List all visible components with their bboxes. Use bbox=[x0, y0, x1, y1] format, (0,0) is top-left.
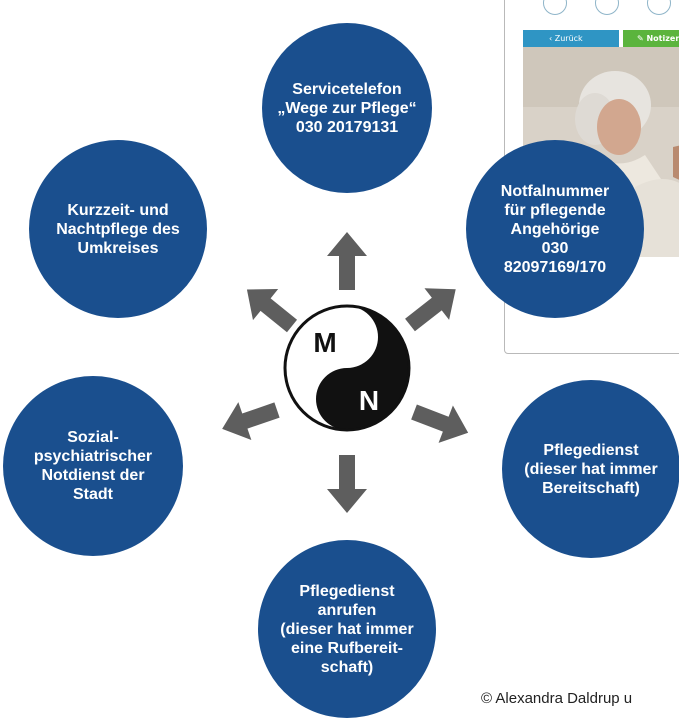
arrow-down-icon bbox=[327, 455, 367, 513]
center-letter-m: M bbox=[313, 327, 336, 358]
circle-servicetelefon: Servicetelefon „Wege zur Pflege“ 030 201… bbox=[262, 23, 432, 193]
circle-kurzzeitpflege: Kurzzeit- und Nachtpflege des Umkreises bbox=[29, 140, 207, 318]
arrow-up-icon bbox=[327, 232, 367, 290]
back-button[interactable]: ‹ Zurück bbox=[523, 30, 619, 47]
circle-pflegedienst-bereitschaft: Pflegedienst (dieser hat immer Bereitsch… bbox=[502, 380, 679, 558]
moon-sun-yinyang-icon: M N bbox=[283, 304, 411, 432]
center-letter-n: N bbox=[359, 385, 379, 416]
phone-toolbar: ‹ Zurück ✎ Notizen bbox=[523, 30, 679, 47]
step-indicator bbox=[505, 0, 679, 21]
circle-sozialpsychiatrischer-notdienst: Sozial- psychiatrischer Notdienst der St… bbox=[3, 376, 183, 556]
notes-button[interactable]: ✎ Notizen bbox=[623, 30, 679, 47]
circle-notfallnummer: Notfalnummer für pflegende Angehörige 03… bbox=[466, 140, 644, 318]
copyright-text: © Alexandra Daldrup u bbox=[481, 690, 633, 707]
circle-pflegedienst-anrufen: Pflegedienst anrufen (dieser hat immer e… bbox=[258, 540, 436, 718]
arrow-down-right-icon bbox=[406, 393, 476, 452]
arrow-down-left-icon bbox=[215, 391, 284, 448]
